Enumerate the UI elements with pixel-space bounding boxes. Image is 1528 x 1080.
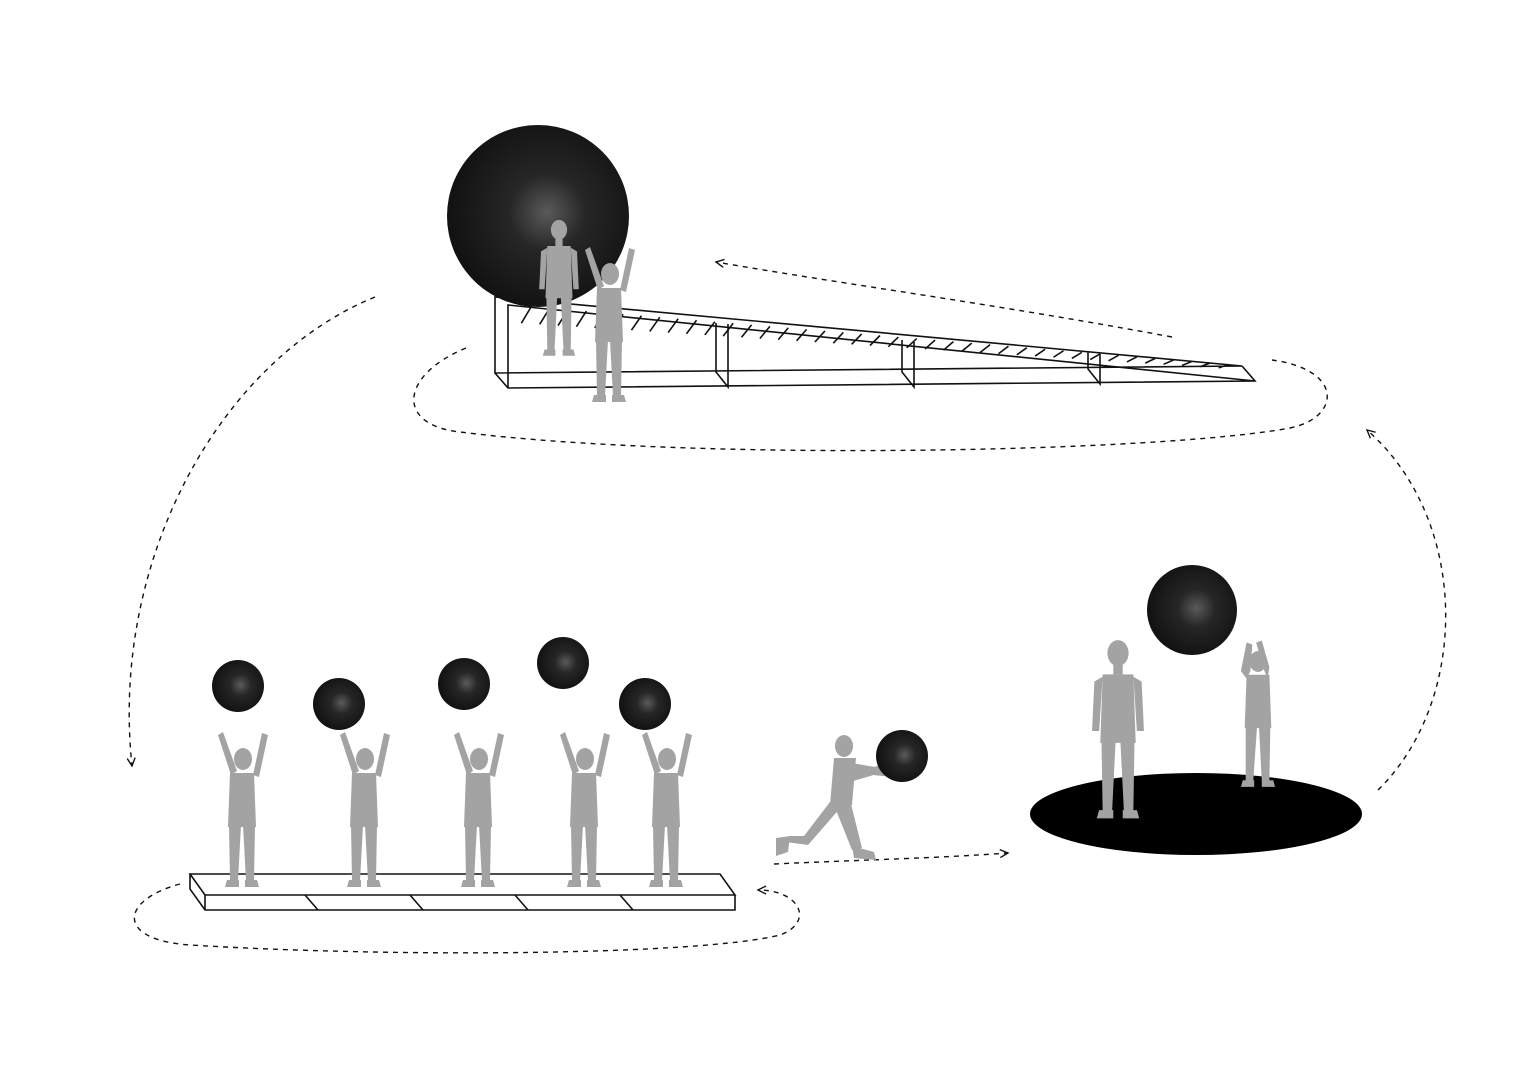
ramp-slat bbox=[722, 322, 734, 337]
beam-figure-3 bbox=[454, 732, 504, 887]
ramp-slat bbox=[685, 319, 698, 335]
ramp-slat bbox=[704, 321, 716, 336]
ramp-slat bbox=[1089, 353, 1101, 361]
ramp-slat bbox=[1016, 347, 1028, 356]
flow-arrow-to-disc bbox=[773, 848, 1010, 865]
ramp-base bbox=[494, 304, 1257, 389]
ramp-slat bbox=[1181, 360, 1193, 367]
ramp-slat bbox=[832, 331, 844, 344]
ramp-slat bbox=[1163, 359, 1174, 366]
beam-figure-1 bbox=[218, 732, 268, 887]
ramp-slat bbox=[1053, 350, 1064, 358]
ramp-slat bbox=[851, 333, 863, 345]
ramp-slat bbox=[906, 337, 918, 349]
ramp-slat bbox=[961, 342, 973, 352]
beam-balls bbox=[212, 637, 671, 730]
ramp-slat bbox=[1144, 357, 1156, 364]
ramp-slat bbox=[667, 318, 679, 334]
beam-ball-4 bbox=[537, 637, 589, 689]
ramp-slat bbox=[1126, 356, 1138, 363]
ramp-leg-1 bbox=[715, 323, 729, 390]
ramp-slat bbox=[1034, 348, 1046, 357]
beam-structure bbox=[188, 873, 737, 911]
beam-figure-4 bbox=[560, 732, 610, 887]
ramp-slat bbox=[924, 339, 936, 350]
floor-disc bbox=[1030, 773, 1362, 855]
lunge-ball bbox=[876, 730, 928, 782]
disc-ball bbox=[1147, 565, 1237, 655]
flow-arrow-ramp-loop bbox=[413, 347, 1328, 452]
ramp-slat bbox=[649, 316, 661, 332]
ramp-outline bbox=[494, 296, 1243, 374]
beam-ball-3 bbox=[438, 658, 490, 710]
beam-ball-1 bbox=[212, 660, 264, 712]
ramp-slat bbox=[997, 345, 1009, 355]
ramp-slat bbox=[630, 315, 643, 331]
ramp-slat bbox=[1108, 354, 1119, 362]
ramp-slat bbox=[1218, 363, 1229, 369]
flow-arrow-top-ramp bbox=[714, 258, 1173, 338]
ramp-figure-pushing bbox=[585, 247, 635, 402]
ramp-slat bbox=[814, 330, 826, 343]
ramp-slat bbox=[1200, 362, 1211, 368]
beam-ball-5 bbox=[619, 678, 671, 730]
ramp-slat bbox=[759, 325, 771, 339]
ramp-leg-3 bbox=[1087, 352, 1101, 387]
lunge-figure bbox=[776, 735, 894, 860]
beam-dividers bbox=[304, 894, 634, 911]
disc-figure-catching bbox=[1240, 640, 1276, 787]
ramp-slat bbox=[777, 327, 789, 341]
beam-figures bbox=[218, 732, 692, 887]
ramp-slat bbox=[575, 310, 588, 328]
ramp-slat bbox=[795, 328, 808, 342]
giant-ball bbox=[447, 125, 629, 307]
ramp-slat bbox=[740, 324, 753, 338]
ramp-slat bbox=[887, 336, 899, 348]
ramp-slat bbox=[520, 306, 533, 324]
beam-side bbox=[189, 874, 736, 911]
ramp-slat bbox=[979, 344, 991, 354]
beam-figure-2 bbox=[340, 732, 390, 887]
flow-arrow-disc-to-ramp bbox=[1365, 428, 1447, 791]
beam-ball-2 bbox=[313, 678, 365, 730]
ramp-slats bbox=[520, 306, 1229, 369]
ramp-slat bbox=[869, 334, 881, 347]
flow-arrows bbox=[126, 258, 1447, 954]
ramp-leg-2 bbox=[901, 340, 915, 390]
ramp-slat bbox=[942, 340, 954, 351]
beam-figure-5 bbox=[642, 732, 692, 887]
ramp-slat bbox=[1071, 351, 1083, 360]
flow-arrow-ramp-to-beam bbox=[126, 296, 376, 768]
